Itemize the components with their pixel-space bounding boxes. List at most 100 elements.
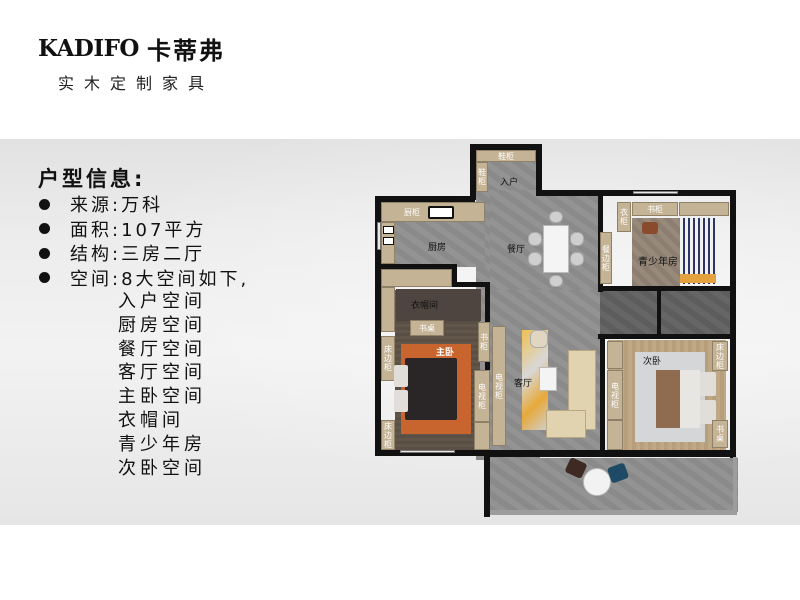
master-bed (405, 358, 457, 420)
bullet-icon (39, 272, 50, 284)
second-nightstand: 床边柜 (712, 341, 728, 371)
space-item: 客厅空间 (118, 362, 206, 384)
info-label: 来源: (70, 195, 122, 217)
bullet-icon (39, 198, 50, 210)
unit-info-panel: 户型信息: 来源: 万科 面积: 107平方 结构: 三房二厅 空间: 8大空间… (38, 166, 249, 480)
bullet-icon (39, 247, 50, 259)
wall (598, 286, 736, 291)
dining-chair (570, 232, 584, 246)
info-label: 面积: (70, 219, 122, 241)
room-label-second: 次卧 (643, 357, 662, 367)
master-desk: 书桌 (410, 320, 444, 336)
teen-window (633, 191, 678, 194)
teen-chair (642, 222, 658, 234)
teen-shelf (679, 202, 729, 216)
dining-chair (570, 252, 584, 266)
info-label: 空间: (70, 268, 122, 290)
second-shelf (607, 420, 623, 450)
master-window (400, 450, 455, 453)
info-value: 三房二厅 (121, 244, 206, 266)
space-item: 厨房空间 (118, 314, 206, 336)
space-item: 青少年房 (118, 433, 206, 455)
dining-chair (549, 211, 563, 223)
living-tv-cabinet: 电视柜 (492, 326, 506, 446)
balcony-railing (490, 510, 736, 515)
master-wardrobe (381, 269, 452, 287)
teen-bed (680, 218, 716, 284)
wall (452, 282, 490, 287)
room-label-teen: 青少年房 (638, 257, 678, 268)
space-item: 次卧空间 (118, 457, 206, 479)
wall (657, 286, 661, 336)
second-pillow (700, 400, 716, 424)
wall (600, 334, 605, 456)
wall (470, 144, 476, 200)
master-bookcase: 书柜 (478, 322, 490, 362)
second-pillow (700, 372, 716, 396)
teen-bed-pillow (680, 274, 716, 283)
space-item: 主卧空间 (118, 386, 206, 408)
shoe-cabinet-top: 鞋柜 (476, 150, 536, 162)
brand-name-cn: 卡蒂弗 (146, 36, 225, 65)
dining-table (543, 225, 569, 273)
wall (375, 196, 475, 202)
second-bed (656, 370, 700, 428)
dining-chair (528, 232, 542, 246)
dining-chair (549, 275, 563, 287)
room-label-dining: 餐厅 (507, 245, 526, 255)
kitchen-floor (395, 222, 485, 267)
space-item: 餐厅空间 (118, 338, 206, 360)
bullet-icon (39, 223, 50, 235)
master-wardrobe-side (381, 287, 395, 332)
room-label-entry: 入户 (500, 178, 519, 188)
teen-bookcase: 书柜 (632, 202, 678, 216)
second-desk: 书桌 (712, 420, 728, 448)
wall (381, 264, 456, 269)
living-sofa-chaise (546, 410, 586, 438)
space-list: 入户空间 厨房空间 餐厅空间 客厅空间 主卧空间 衣帽间 青少年房 次卧空间 (118, 290, 249, 480)
wall (470, 144, 542, 150)
unit-info-title: 户型信息: (38, 167, 146, 191)
wall (730, 190, 736, 458)
wall (536, 144, 542, 194)
brand-name-en: KADIFO (38, 34, 139, 62)
info-row-area: 面积: 107平方 (38, 217, 249, 242)
bathroom-floor (660, 290, 730, 338)
dining-chair (528, 252, 542, 266)
slogan: 实木定制家具 (58, 74, 215, 93)
balcony-table (583, 468, 611, 496)
wall (452, 264, 457, 284)
master-nightstand-top: 床边柜 (381, 336, 395, 381)
second-tv-cabinet: 电视柜 (607, 370, 623, 420)
master-pillow (394, 390, 408, 412)
teen-wardrobe: 衣柜 (617, 202, 631, 232)
shoe-cabinet-side: 鞋柜 (476, 162, 488, 192)
wall (598, 334, 736, 339)
room-label-master: 主卧 (436, 348, 455, 358)
master-pillow (394, 365, 408, 387)
armchair (530, 330, 548, 348)
second-shelf (607, 341, 623, 369)
brand-logo: KADIFO 卡蒂弗 (38, 33, 225, 65)
room-label-living: 客厅 (514, 379, 533, 389)
hall-floor (600, 290, 660, 338)
space-item: 衣帽间 (118, 409, 184, 431)
info-value: 107平方 (121, 219, 207, 241)
wall (375, 196, 381, 456)
stove-icon (428, 206, 454, 219)
wall (484, 455, 490, 517)
sideboard-cabinet: 餐边柜 (600, 232, 612, 284)
balcony-railing (733, 457, 737, 515)
wall (375, 450, 490, 456)
wall (490, 450, 736, 457)
master-nightstand-bottom: 床边柜 (381, 420, 395, 450)
info-label: 结构: (70, 244, 122, 266)
coffee-table (539, 367, 557, 391)
info-value: 万科 (121, 195, 164, 217)
info-row-source: 来源: 万科 (38, 192, 249, 217)
master-tv-shelf (474, 422, 490, 450)
master-tv-cabinet: 电视柜 (474, 370, 490, 422)
sink-icon (383, 226, 394, 234)
kitchen-window (377, 222, 381, 250)
